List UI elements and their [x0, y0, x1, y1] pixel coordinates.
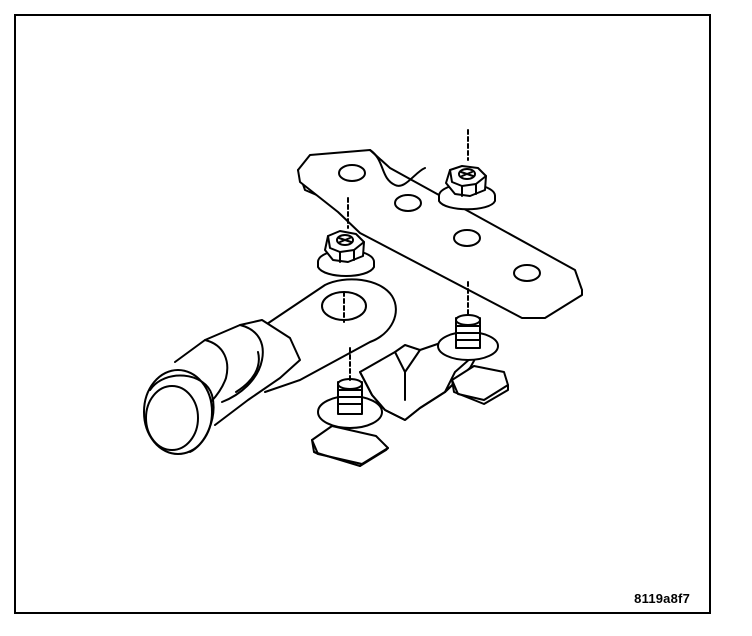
terminal-block [359, 337, 481, 421]
plate-hole-2 [394, 194, 422, 212]
clamp-nut-left [311, 425, 389, 467]
plate-hole-1 [338, 164, 366, 182]
terminal-stud-left [317, 347, 383, 429]
flange-nut-upper [438, 129, 496, 211]
terminal-stud-right [437, 281, 499, 361]
flange-nut-middle [317, 197, 375, 277]
clamp-nut-right [451, 365, 509, 405]
battery-cable [143, 278, 397, 455]
figure-reference-code: 8119a8f7 [634, 591, 690, 606]
plate-hole-3 [453, 229, 481, 247]
plate-hole-4 [513, 264, 541, 282]
bus-bar-plate [297, 149, 583, 319]
